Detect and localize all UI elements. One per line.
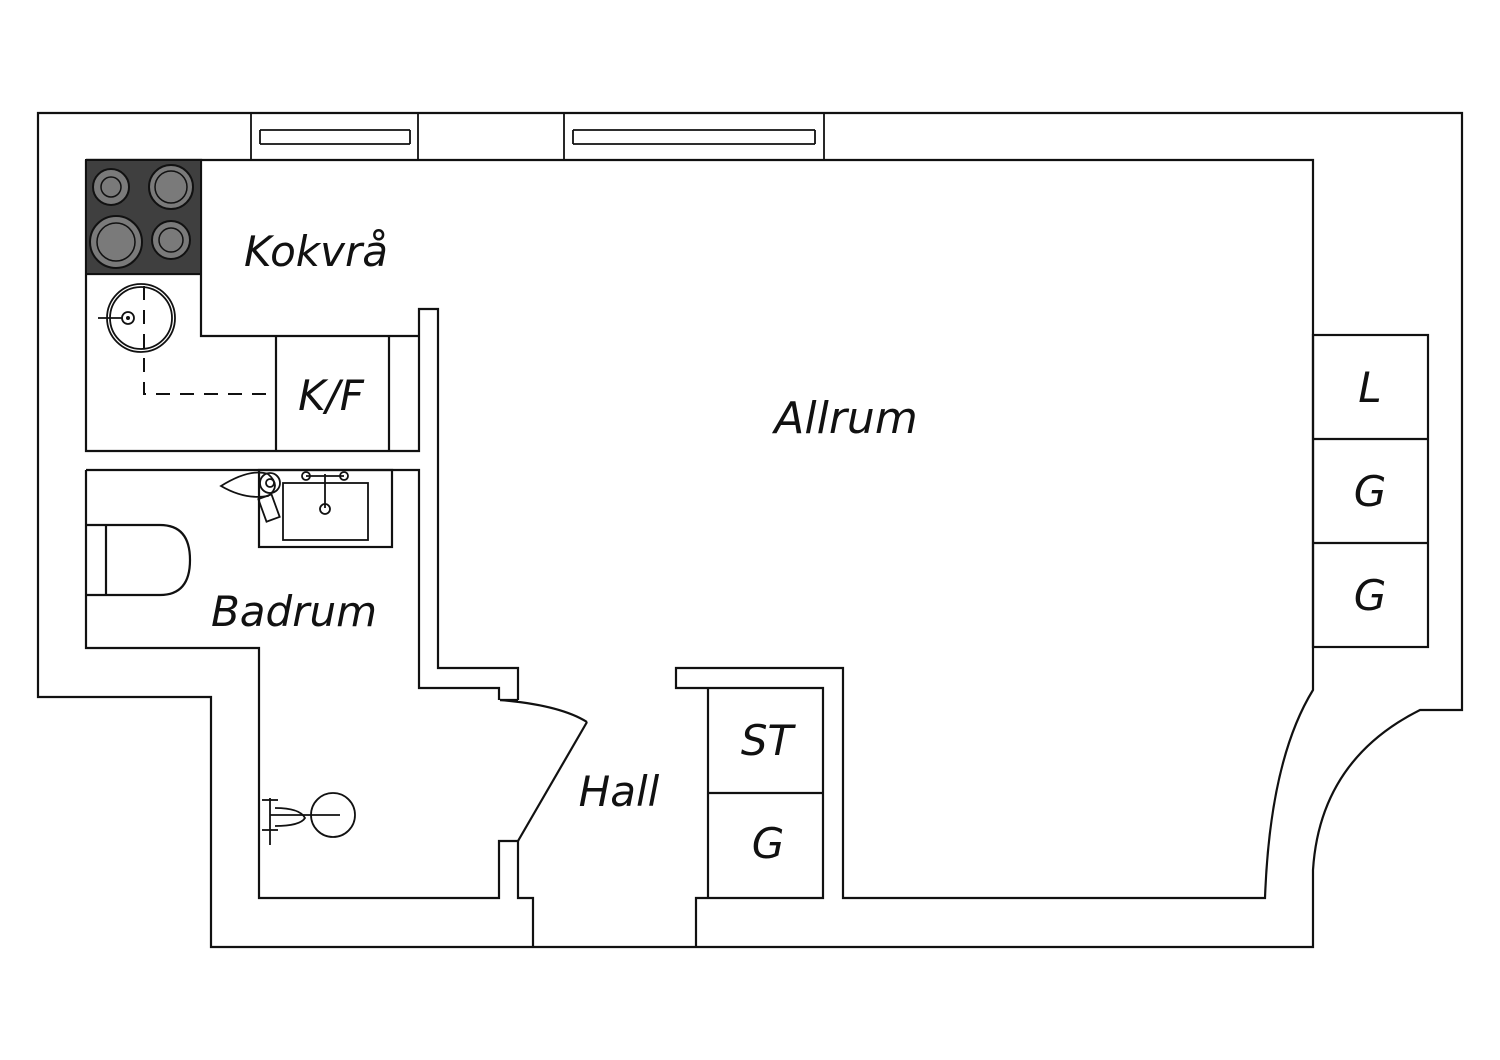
bathroom-sink-icon bbox=[282, 471, 369, 541]
allrum-wardrobes bbox=[1311, 333, 1430, 649]
hall-closets bbox=[706, 688, 823, 898]
burner-icon bbox=[89, 215, 143, 269]
toilet-icon bbox=[86, 523, 192, 597]
window-left bbox=[250, 112, 419, 161]
room-label-allrum: Allrum bbox=[771, 393, 917, 444]
fixture-label-g-right-2: G bbox=[1354, 571, 1387, 620]
fixture-label-kf: K/F bbox=[298, 371, 365, 420]
stove-icon bbox=[85, 159, 202, 275]
burner-icon bbox=[151, 220, 191, 260]
fixture-label-st: ST bbox=[741, 716, 797, 765]
counter-dashed-line bbox=[143, 286, 276, 395]
kitchen-sink-icon bbox=[98, 283, 176, 353]
outer-wall bbox=[36, 111, 1464, 949]
room-label-kokvra: Kokvrå bbox=[244, 227, 388, 276]
bathroom-counter bbox=[257, 468, 394, 549]
bathroom-wall bbox=[84, 468, 535, 947]
burner-icon bbox=[92, 168, 130, 206]
fixture-label-l: L bbox=[1358, 363, 1381, 412]
entrance-door[interactable] bbox=[499, 698, 588, 842]
fixture-label-g-hall: G bbox=[752, 819, 785, 868]
burner-icon bbox=[148, 164, 194, 210]
shower-icon bbox=[262, 792, 356, 845]
fixture-label-g-right-1: G bbox=[1354, 467, 1387, 516]
window-right bbox=[563, 112, 825, 161]
inner-wall-main bbox=[86, 158, 1315, 947]
toilet-paper-icon bbox=[219, 471, 281, 523]
inner-wall-left bbox=[84, 160, 520, 700]
room-label-hall: Hall bbox=[579, 767, 660, 816]
room-label-badrum: Badrum bbox=[211, 587, 377, 636]
